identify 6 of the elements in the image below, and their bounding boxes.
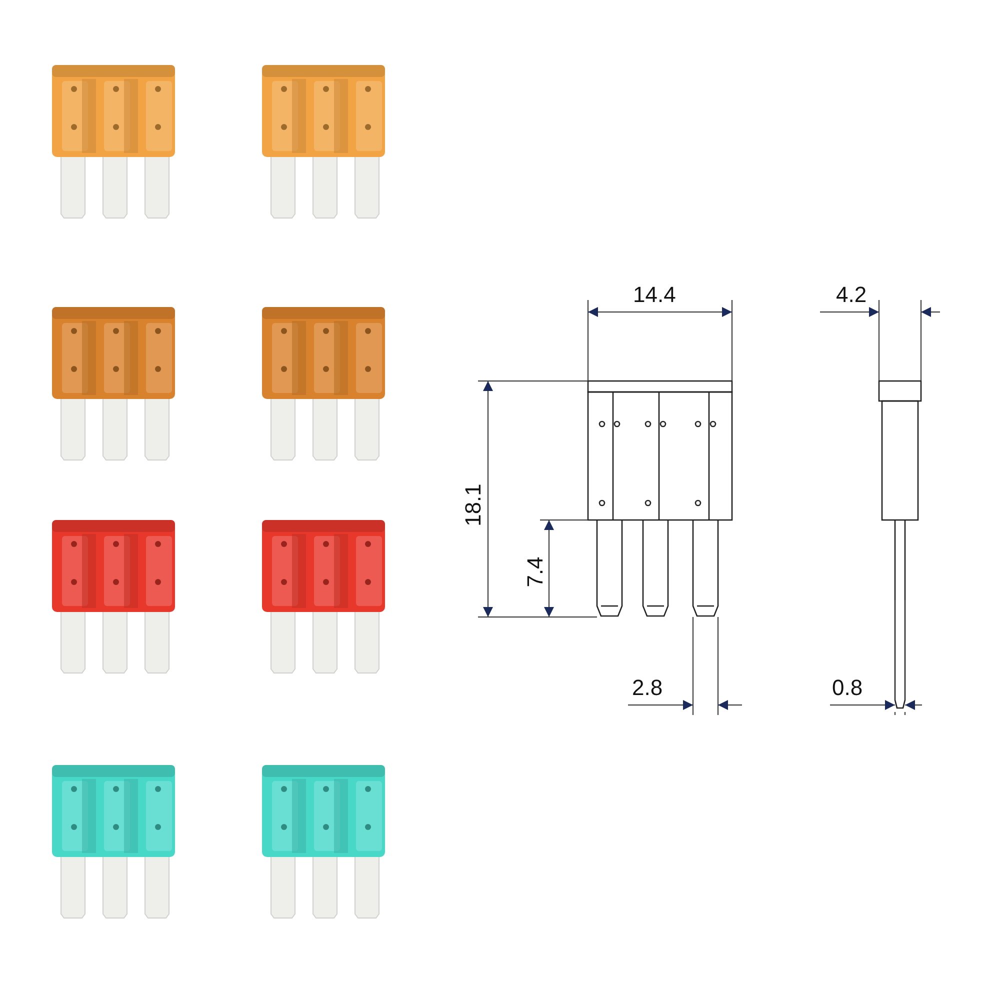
dimension-label: 0.8 <box>832 677 863 699</box>
dimension-label: 7.4 <box>524 556 546 588</box>
dimension-label: 4.2 <box>836 284 867 306</box>
dimension-label: 18.1 <box>462 484 484 526</box>
dimension-label: 2.8 <box>632 677 663 699</box>
dimension-label: 14.4 <box>633 284 676 306</box>
